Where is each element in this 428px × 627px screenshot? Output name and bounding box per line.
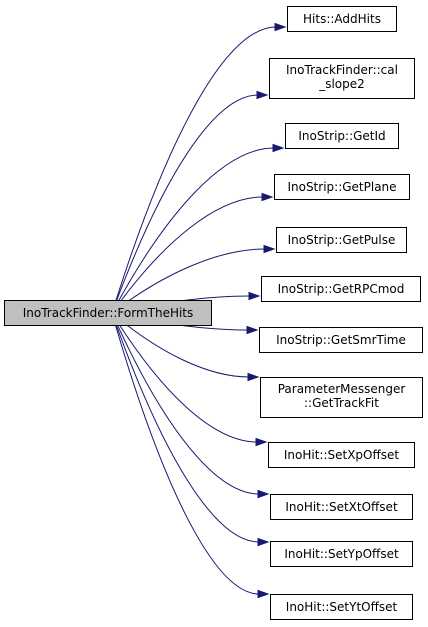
node-label-setytoffset: InoHit::SetYtOffset — [286, 600, 398, 614]
node-box-cal-slope2 — [269, 58, 415, 99]
node-label-getplane: InoStrip::GetPlane — [287, 180, 396, 194]
arrowhead-gettrackfit — [247, 372, 260, 382]
edge-to-cal-slope2 — [111, 94, 259, 314]
edge-to-gettrackfit — [111, 312, 250, 378]
arrowhead-getid — [272, 143, 285, 153]
node-label-setxtoffset: InoHit::SetXtOffset — [285, 500, 398, 514]
node-setypoffset[interactable]: InoHit::SetYpOffset — [270, 541, 413, 567]
root-node-label: InoTrackFinder::FormTheHits — [23, 306, 194, 320]
arrowhead-getpulse — [263, 244, 276, 254]
node-box-setytoffset — [270, 594, 413, 620]
node-box-getsmrtime — [259, 327, 423, 353]
node-gettrackfit[interactable]: ParameterMessenger::GetTrackFit — [260, 377, 423, 418]
arrowhead-setxpoffset — [255, 437, 268, 447]
node-box-setxpoffset — [268, 442, 415, 468]
edge-to-setypoffset — [111, 312, 260, 543]
arrowhead-getplane — [261, 192, 274, 202]
node-label-getsmrtime: InoStrip::GetSmrTime — [276, 333, 406, 347]
node-box-setxtoffset — [270, 494, 413, 520]
node-getpulse[interactable]: InoStrip::GetPulse — [276, 227, 407, 253]
callee-nodes: Hits::AddHitsInoTrackFinder::cal_slope2I… — [259, 6, 423, 620]
arrowhead-cal-slope2 — [256, 90, 269, 100]
node-box-gettrackfit — [260, 377, 423, 418]
edge-to-setxtoffset — [111, 312, 260, 495]
edge-to-addhits — [111, 26, 277, 314]
node-box-addhits — [287, 6, 397, 32]
node-setytoffset[interactable]: InoHit::SetYtOffset — [270, 594, 413, 620]
edge-to-setxpoffset — [111, 312, 258, 443]
node-cal-slope2[interactable]: InoTrackFinder::cal_slope2 — [269, 58, 415, 99]
node-setxtoffset[interactable]: InoHit::SetXtOffset — [270, 494, 413, 520]
node-box-getid — [285, 123, 399, 149]
node-getid[interactable]: InoStrip::GetId — [285, 123, 399, 149]
node-label-getrpcmod: InoStrip::GetRPCmod — [278, 282, 405, 296]
node-label-getid: InoStrip::GetId — [298, 129, 385, 143]
node-setxpoffset[interactable]: InoHit::SetXpOffset — [268, 442, 415, 468]
arrowhead-addhits — [274, 22, 287, 32]
node-getsmrtime[interactable]: InoStrip::GetSmrTime — [259, 327, 423, 353]
node-addhits[interactable]: Hits::AddHits — [287, 6, 397, 32]
node-label-setypoffset: InoHit::SetYpOffset — [284, 547, 399, 561]
node-label-cal-slope2-line2: _slope2 — [318, 77, 365, 91]
root-node-box — [4, 300, 212, 326]
node-box-setypoffset — [270, 541, 413, 567]
node-label-gettrackfit-line2: ::GetTrackFit — [304, 396, 379, 410]
root-node[interactable]: InoTrackFinder::FormTheHits — [4, 300, 212, 326]
node-getrpcmod[interactable]: InoStrip::GetRPCmod — [261, 276, 421, 302]
edge-to-setytoffset — [111, 312, 260, 595]
call-edges — [111, 22, 287, 599]
arrowhead-getrpcmod — [248, 291, 261, 301]
arrowhead-setypoffset — [257, 537, 270, 547]
node-getplane[interactable]: InoStrip::GetPlane — [274, 174, 410, 200]
edge-to-getplane — [111, 196, 264, 314]
node-box-getplane — [274, 174, 410, 200]
arrowhead-setytoffset — [257, 589, 270, 599]
node-label-addhits: Hits::AddHits — [303, 12, 381, 26]
edge-to-getpulse — [111, 248, 266, 314]
node-box-getpulse — [276, 227, 407, 253]
edge-to-getid — [111, 147, 275, 314]
node-label-cal-slope2-line1: InoTrackFinder::cal — [286, 63, 398, 77]
node-box-getrpcmod — [261, 276, 421, 302]
node-label-gettrackfit-line1: ParameterMessenger — [278, 382, 406, 396]
arrowhead-getsmrtime — [246, 325, 259, 335]
node-label-setxpoffset: InoHit::SetXpOffset — [284, 448, 400, 462]
arrowhead-setxtoffset — [257, 489, 270, 499]
node-label-getpulse: InoStrip::GetPulse — [288, 233, 396, 247]
